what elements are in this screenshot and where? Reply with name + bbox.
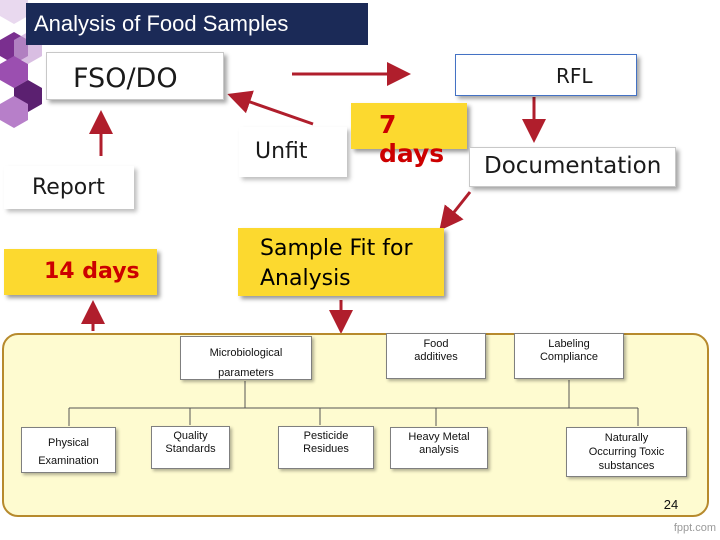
labeling-box: Labeling Compliance — [514, 333, 624, 379]
food-additives-line1: Food — [387, 338, 485, 351]
quality-standards-box: Quality Standards — [151, 426, 230, 469]
microbiological-line2: parameters — [181, 363, 311, 383]
quality-line1: Quality — [152, 430, 229, 443]
pesticide-residues-box: Pesticide Residues — [278, 426, 374, 469]
microbiological-line1: Microbiological — [181, 343, 311, 363]
physical-line1: Physical — [22, 434, 115, 452]
food-additives-line2: additives — [387, 351, 485, 364]
pesticide-line1: Pesticide — [279, 430, 373, 443]
labeling-line1: Labeling — [515, 338, 623, 351]
food-additives-box: Food additives — [386, 333, 486, 379]
watermark: fppt.com — [660, 522, 720, 538]
quality-line2: Standards — [152, 443, 229, 456]
labeling-line2: Compliance — [515, 351, 623, 364]
page-number: 24 — [656, 497, 686, 513]
physical-line2: Examination — [22, 452, 115, 470]
toxic-line2: Occurring Toxic — [567, 445, 686, 459]
heavy-metal-line2: analysis — [391, 444, 487, 457]
heavy-metal-line1: Heavy Metal — [391, 431, 487, 444]
physical-examination-box: Physical Examination — [21, 427, 116, 473]
microbiological-box: Microbiological parameters — [180, 336, 312, 380]
heavy-metal-box: Heavy Metal analysis — [390, 427, 488, 469]
toxic-substances-box: Naturally Occurring Toxic substances — [566, 427, 687, 477]
toxic-line1: Naturally — [567, 431, 686, 445]
toxic-line3: substances — [567, 459, 686, 473]
pesticide-line2: Residues — [279, 443, 373, 456]
